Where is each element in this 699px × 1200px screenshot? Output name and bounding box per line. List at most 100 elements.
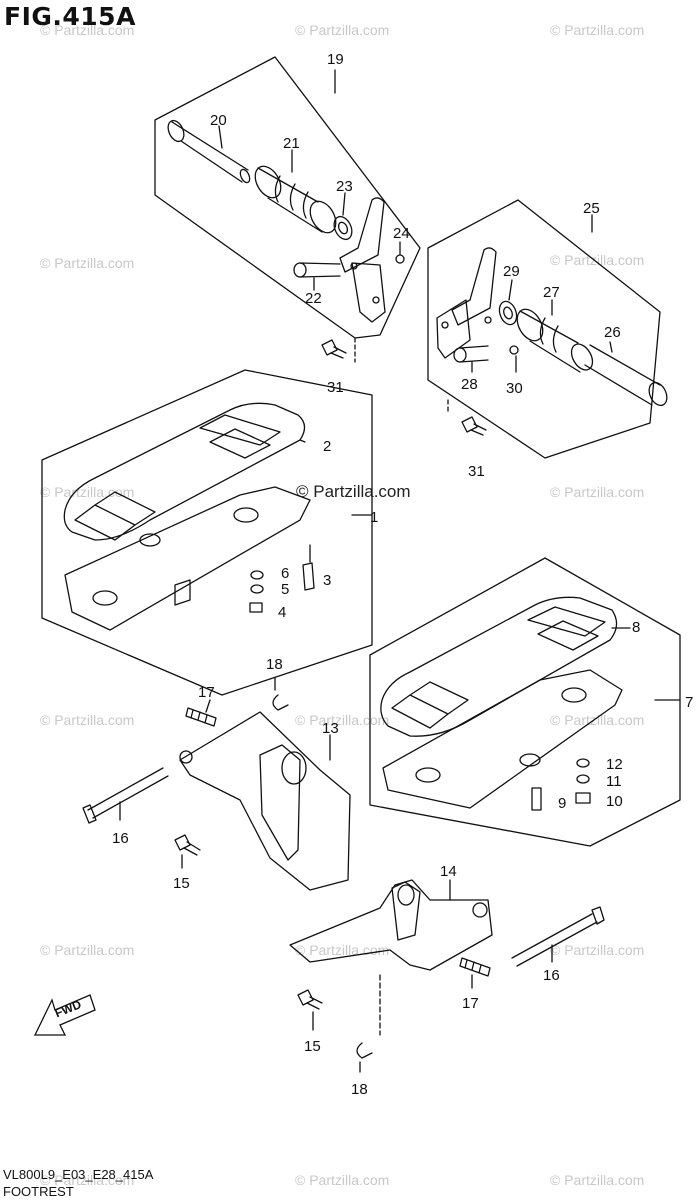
fwd-arrow: FWD: [33, 994, 96, 1036]
group-7-frame: [369, 557, 681, 847]
footpeg-shaft-part-26: [584, 341, 668, 407]
stud-part-17-left: [185, 699, 217, 727]
footboard-plate: [64, 486, 311, 631]
pin-part-28: [453, 345, 489, 373]
group-25-frame: [427, 199, 661, 459]
stud-part-17-right: [459, 957, 491, 989]
callout-8: 8: [632, 619, 640, 636]
clip-part-18-left: [272, 677, 289, 711]
footboard-plate-right: [382, 669, 623, 809]
callout-16-right: 16: [543, 967, 560, 984]
callout-numbers: 19 20 21 23 24 22 31 25 29 27 26 28 30 3…: [112, 51, 693, 1098]
callout-31-lower: 31: [468, 463, 485, 480]
watermark: © Partzilla.com: [550, 712, 644, 728]
bolt-part-31-upper-right: [447, 399, 487, 436]
callout-24: 24: [393, 225, 410, 242]
nut-part-5: [250, 584, 264, 594]
callout-17-upper: 17: [198, 684, 215, 701]
callout-20: 20: [210, 112, 227, 129]
callout-5: 5: [281, 581, 289, 598]
watermark: © Partzilla.com: [40, 942, 134, 958]
footpeg-shaft-part-20: [167, 119, 251, 184]
watermark: © Partzilla.com: [550, 1172, 644, 1188]
watermark: © Partzilla.com: [550, 942, 644, 958]
bracket-part-14: [289, 879, 493, 971]
rubber-grip-part-27: [516, 299, 594, 373]
callout-29: 29: [503, 263, 520, 280]
pin-part-22: [293, 262, 341, 291]
bolt-part-10: [575, 792, 591, 804]
bolt-part-31-upper-left: [321, 337, 356, 363]
bolt-part-4: [249, 602, 263, 613]
callout-4: 4: [278, 604, 286, 621]
watermark: © Partzilla.com: [550, 22, 644, 38]
callout-21: 21: [283, 135, 300, 152]
watermark: © Partzilla.com: [40, 255, 134, 271]
washer-part-29: [498, 279, 518, 326]
callout-15-upper: 15: [173, 875, 190, 892]
callout-2: 2: [323, 438, 331, 455]
clip-part-18-right: [356, 974, 381, 1073]
model-code: VL800L9_E03_E28_415A: [3, 1167, 154, 1182]
callout-25: 25: [583, 200, 600, 217]
watermark-center: © Partzilla.com: [296, 482, 411, 501]
callout-11: 11: [606, 773, 622, 790]
bolt-part-3: [302, 544, 315, 591]
washer-part-23: [333, 192, 353, 241]
watermark: © Partzilla.com: [40, 484, 134, 500]
callout-3: 3: [323, 572, 331, 589]
cotter-part-30: [509, 345, 519, 373]
callout-6: 6: [281, 565, 289, 582]
callout-7: 7: [685, 694, 693, 711]
callout-19: 19: [327, 51, 344, 68]
washer-part-6: [250, 570, 264, 580]
bolt-part-15-right: [297, 989, 323, 1031]
watermark: © Partzilla.com: [295, 942, 389, 958]
bolt-part-16-left: [82, 767, 169, 824]
footboard-rubber-part-2: [63, 402, 306, 541]
callout-23: 23: [336, 178, 353, 195]
callout-18-lower: 18: [351, 1081, 368, 1098]
bracket-part-13: [179, 711, 351, 891]
callout-26: 26: [604, 324, 621, 341]
rubber-grip-part-21: [254, 149, 337, 234]
watermark: © Partzilla.com: [295, 712, 389, 728]
callout-15-lower: 15: [304, 1038, 321, 1055]
group-19-frame: [154, 56, 421, 339]
washer-part-12: [576, 758, 590, 768]
bolt-part-16-right: [511, 906, 605, 967]
figure-name: FOOTREST: [3, 1184, 74, 1199]
group-1-frame: [41, 369, 373, 696]
figure-title: FIG.415A: [4, 2, 136, 31]
watermark: © Partzilla.com: [295, 22, 389, 38]
callout-27: 27: [543, 284, 560, 301]
watermark: © Partzilla.com: [40, 712, 134, 728]
watermark: © Partzilla.com: [550, 252, 644, 268]
watermark: © Partzilla.com: [550, 484, 644, 500]
callout-13: 13: [322, 720, 339, 737]
callout-16-left: 16: [112, 830, 129, 847]
callout-31-upper: 31: [327, 379, 344, 396]
callout-1: 1: [370, 509, 378, 526]
callout-9: 9: [558, 795, 566, 812]
callout-18-upper: 18: [266, 656, 283, 673]
callout-28: 28: [461, 376, 478, 393]
callout-17-lower: 17: [462, 995, 479, 1012]
cotter-part-24: [395, 241, 405, 264]
bolt-part-15-left: [174, 834, 201, 869]
callout-30: 30: [506, 380, 523, 397]
callout-22: 22: [305, 290, 322, 307]
nut-part-11: [576, 774, 590, 784]
bolt-part-9: [531, 787, 542, 811]
watermarks: © Partzilla.com © Partzilla.com © Partzi…: [40, 22, 644, 1188]
peg-bracket-right: [436, 247, 497, 359]
footboard-rubber-part-8: [380, 596, 631, 737]
callout-10: 10: [606, 793, 623, 810]
watermark: © Partzilla.com: [40, 1172, 134, 1188]
peg-bracket: [339, 197, 386, 323]
callout-14: 14: [440, 863, 457, 880]
watermark: © Partzilla.com: [40, 22, 134, 38]
watermark: © Partzilla.com: [295, 1172, 389, 1188]
callout-12: 12: [606, 756, 623, 773]
